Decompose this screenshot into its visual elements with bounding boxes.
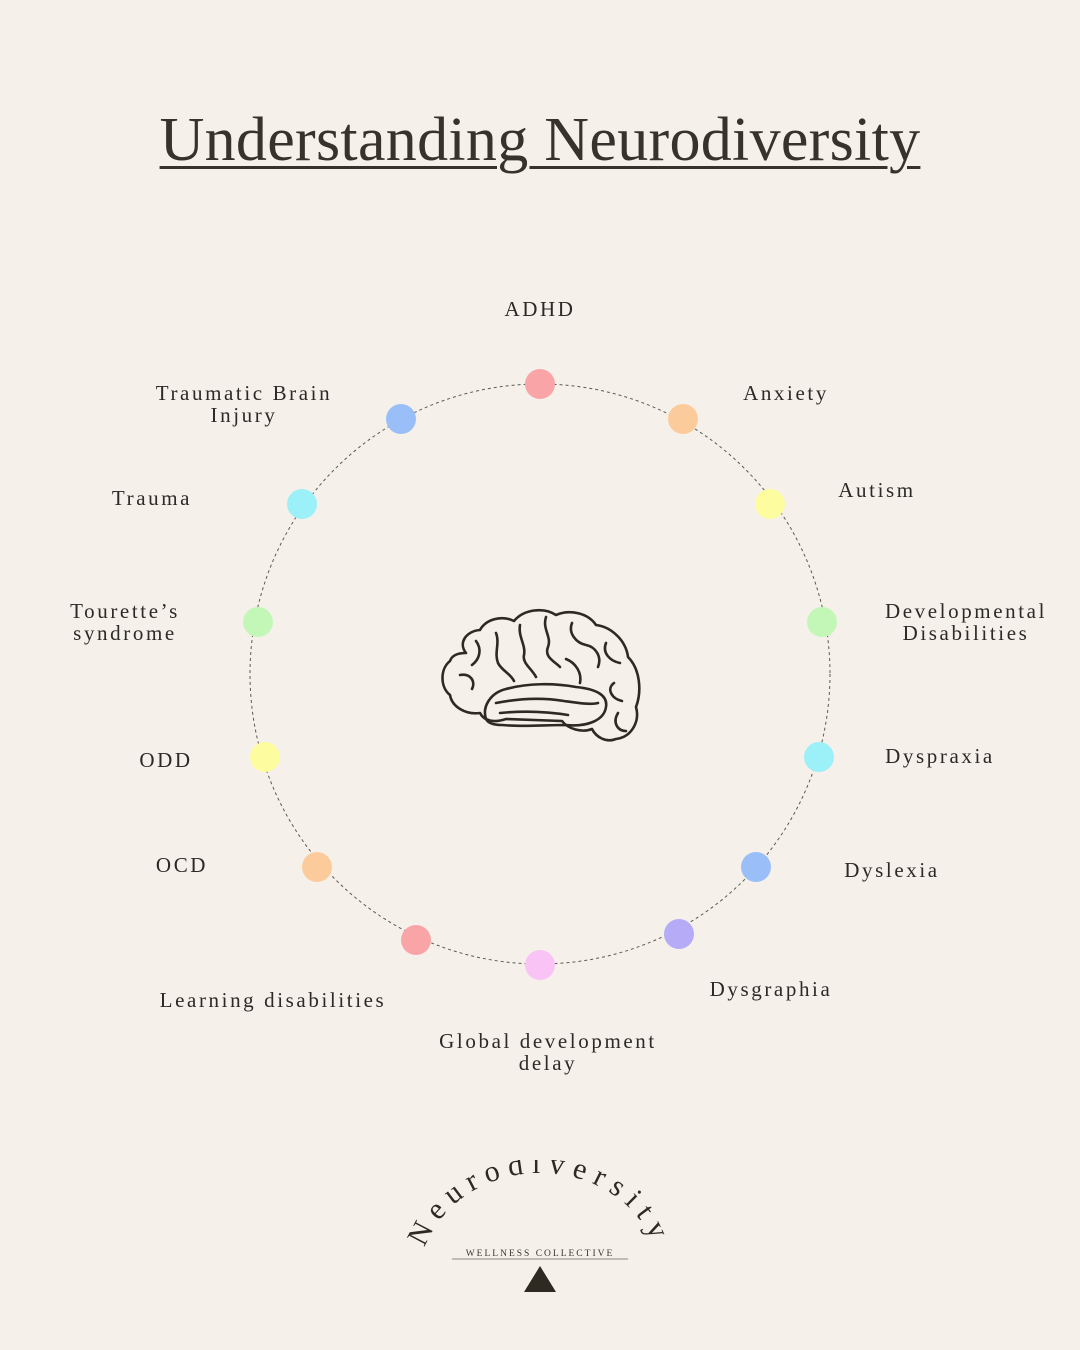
svg-text:Neurodiversity: Neurodiversity [401, 1160, 679, 1251]
node-dot-odd [250, 742, 280, 772]
node-label-tourette-s-syndrome: Tourette’s syndrome [70, 599, 180, 645]
node-label-learning-disabilities: Learning disabilities [159, 988, 387, 1012]
node-label-autism: Autism [838, 478, 916, 502]
node-dot-learning-disabilities [401, 925, 431, 955]
triangle-icon [524, 1266, 556, 1292]
node-dot-dyslexia [741, 852, 771, 882]
node-label-dyspraxia: Dyspraxia [885, 744, 995, 768]
node-dot-developmental-disabilities [807, 607, 837, 637]
node-dot-anxiety [668, 404, 698, 434]
logo-subtitle: WELLNESS COLLECTIVE [466, 1249, 615, 1259]
node-dot-ocd [302, 852, 332, 882]
node-dot-autism [755, 489, 785, 519]
node-dot-tourette-s-syndrome [243, 607, 273, 637]
node-label-anxiety: Anxiety [743, 381, 829, 405]
node-label-trauma: Trauma [111, 486, 193, 510]
node-label-odd: ODD [139, 748, 193, 772]
brand-logo: Neurodiversity WELLNESS COLLECTIVE [401, 1160, 679, 1292]
logo-arc-text: Neurodiversity [401, 1160, 671, 1251]
node-dot-traumatic-brain-injury [386, 404, 416, 434]
page-title: Understanding Neurodiversity [159, 106, 921, 174]
node-dot-trauma [287, 489, 317, 519]
node-label-traumatic-brain-injury: Traumatic Brain Injury [155, 381, 333, 427]
node-label-ocd: OCD [155, 853, 209, 877]
node-dot-dysgraphia [664, 919, 694, 949]
node-dot-dyspraxia [804, 742, 834, 772]
node-label-dyslexia: Dyslexia [844, 858, 940, 882]
node-label-developmental-disabilities: Developmental Disabilities [884, 599, 1048, 645]
node-label-dysgraphia: Dysgraphia [709, 977, 833, 1001]
node-dot-adhd [525, 369, 555, 399]
node-label-adhd: ADHD [504, 297, 576, 321]
node-label-global-development-delay: Global development delay [439, 1029, 657, 1075]
node-dot-global-development-delay [525, 950, 555, 980]
brain-icon [441, 608, 641, 742]
